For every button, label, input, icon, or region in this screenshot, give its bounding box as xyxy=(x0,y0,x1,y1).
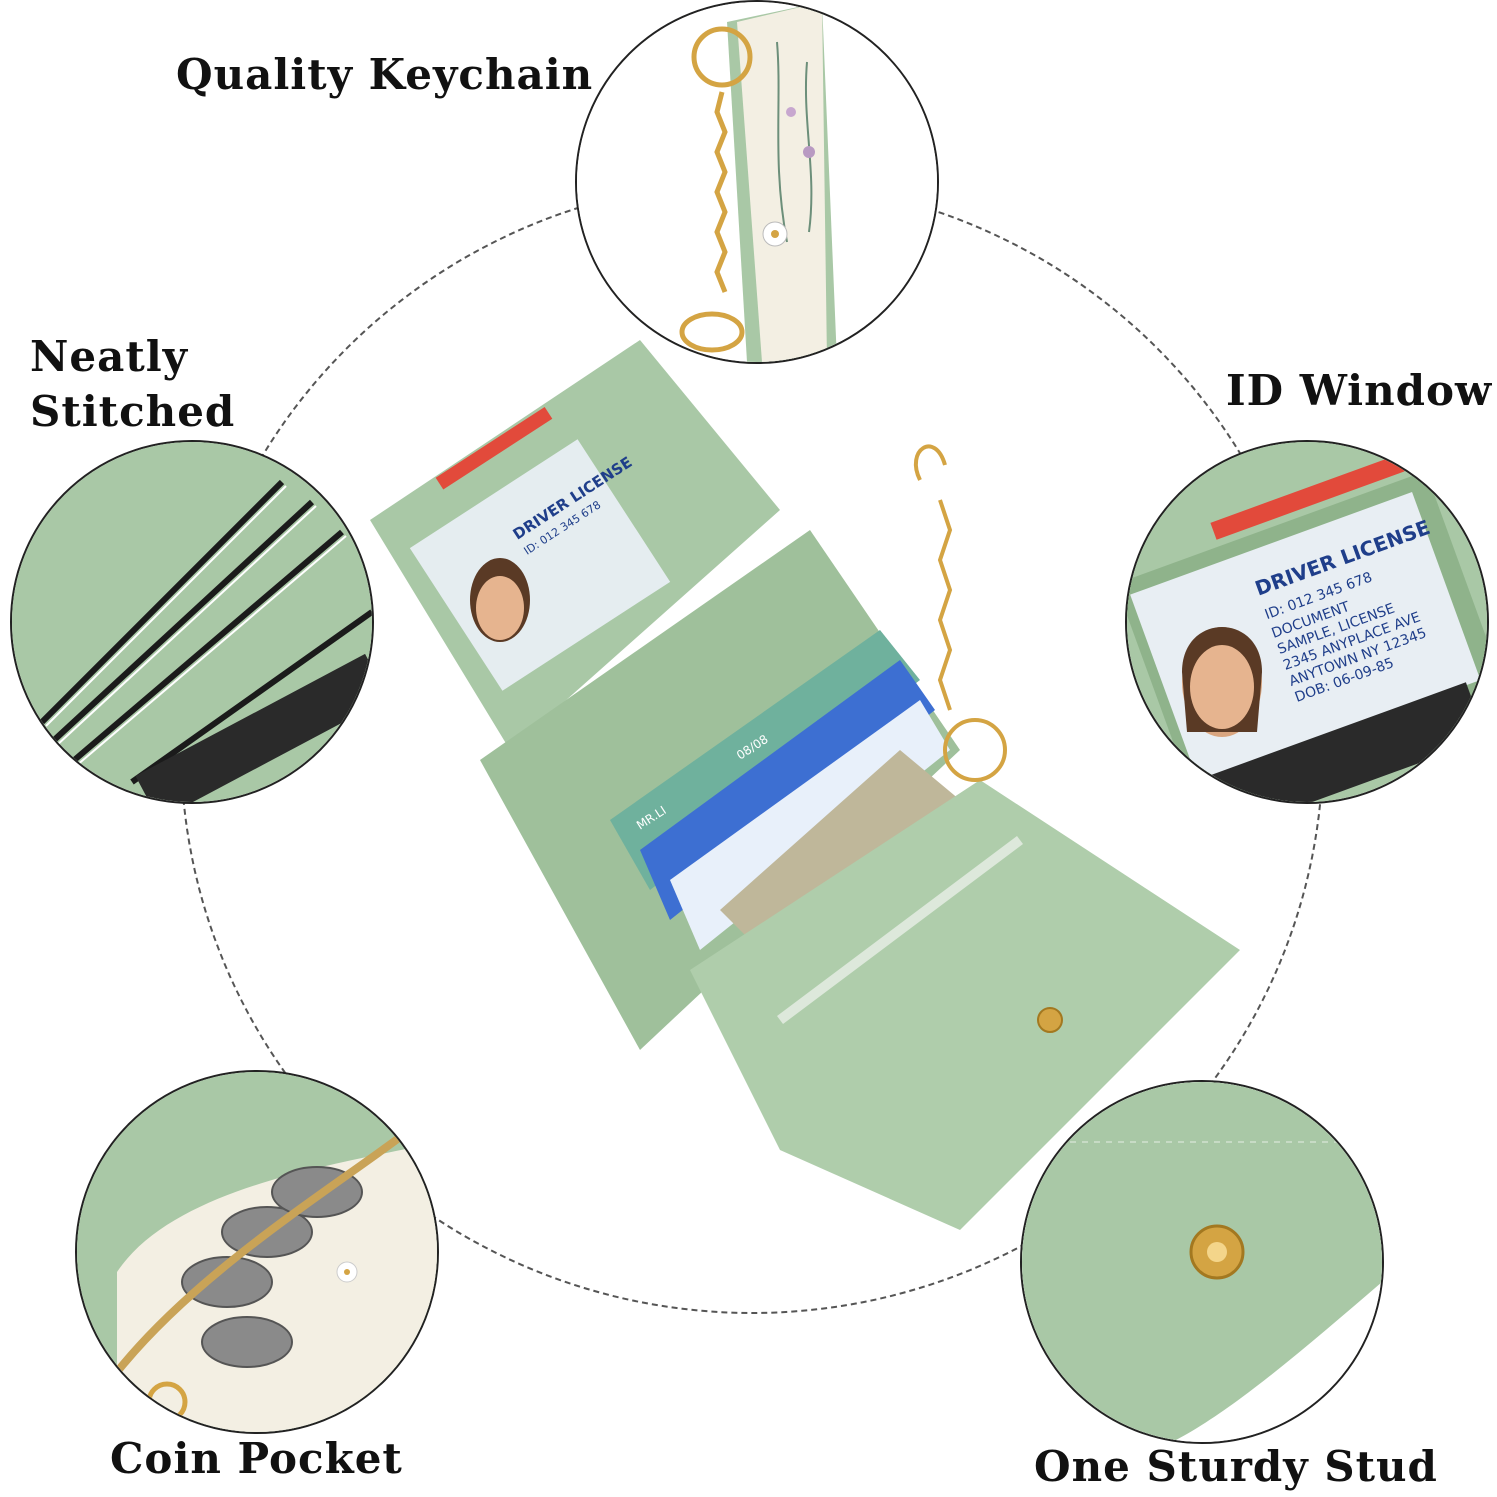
stitched-detail-circle xyxy=(10,440,374,804)
stud-detail-circle xyxy=(1020,1080,1384,1444)
stitched-detail-image xyxy=(12,442,372,802)
keychain-detail-image xyxy=(577,2,937,362)
coin-pocket-detail-image xyxy=(77,1072,437,1432)
label-coin-pocket: Coin Pocket xyxy=(110,1434,403,1483)
label-one-sturdy-stud: One Sturdy Stud xyxy=(1034,1442,1438,1491)
label-neatly-stitched: Neatly Stitched xyxy=(30,332,236,436)
id-window-detail-circle: DRIVER LICENSE ID: 012 345 678 DOCUMENT … xyxy=(1125,440,1489,804)
id-window-detail-image: DRIVER LICENSE ID: 012 345 678 DOCUMENT … xyxy=(1127,442,1487,802)
keychain-detail-circle xyxy=(575,0,939,364)
stud-detail-image xyxy=(1022,1082,1382,1442)
wallet-main-image: DRIVER LICENSE ID: 012 345 678 MR.LI 08/… xyxy=(370,340,1240,1230)
coin-pocket-detail-circle xyxy=(75,1070,439,1434)
label-id-window: ID Window xyxy=(1226,366,1493,415)
label-quality-keychain: Quality Keychain xyxy=(176,50,594,99)
